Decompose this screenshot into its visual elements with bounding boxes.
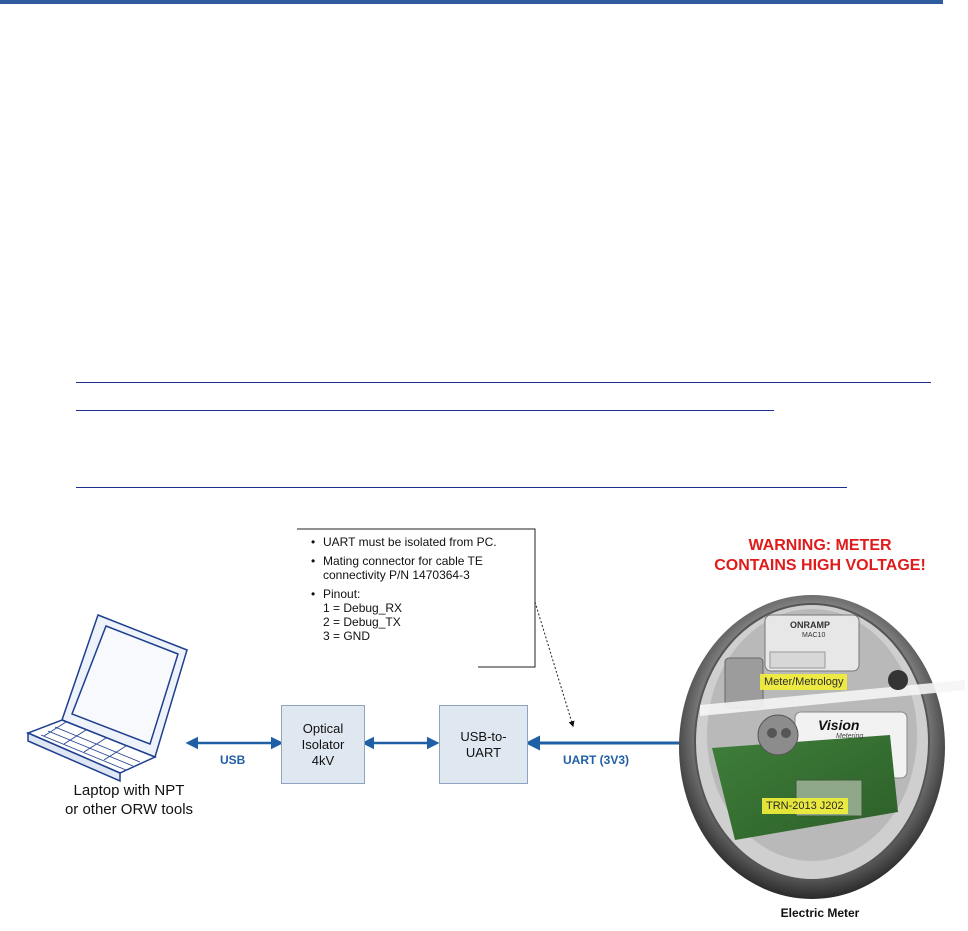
- pinout-row: 1 = Debug_RX: [323, 601, 403, 615]
- trn-connector-label: TRN-2013 J202: [762, 798, 848, 814]
- note-connector: Mating connector for cable TE connectivi…: [311, 554, 531, 582]
- laptop-caption-line-2: or other ORW tools: [64, 801, 194, 818]
- uart-notes: UART must be isolated from PC. Mating co…: [303, 529, 531, 667]
- header-rule: [0, 0, 943, 4]
- note-pointer-arrow: [534, 601, 575, 728]
- laptop-caption: Laptop with NPT or other ORW tools: [40, 781, 218, 819]
- electric-meter-photo: [679, 595, 965, 899]
- high-voltage-warning: WARNING: METER CONTAINS HIGH VOLTAGE!: [690, 536, 950, 576]
- warning-line-1: WARNING: METER: [748, 537, 892, 554]
- warning-line-2: CONTAINS HIGH VOLTAGE!: [714, 557, 926, 574]
- link-underline-1: [76, 382, 931, 383]
- vision-logo: Vision: [818, 717, 860, 733]
- onramp-model: MAC10: [802, 632, 826, 639]
- metrology-label: Meter/Metrology: [760, 674, 848, 690]
- usb-label: USB: [220, 753, 246, 767]
- pinout-row: 2 = Debug_TX: [323, 615, 401, 629]
- laptop-caption-line-1: Laptop with NPT: [73, 782, 185, 799]
- note-pinout: Pinout: 1 = Debug_RX 2 = Debug_TX 3 = GN…: [311, 587, 531, 643]
- link-underline-3: [76, 487, 847, 488]
- note-bracket: [297, 528, 536, 668]
- optical-isolator-block: Optical Isolator 4kV: [281, 705, 365, 784]
- pinout-title: Pinout:: [323, 587, 361, 601]
- meter-caption: Electric Meter: [780, 906, 860, 920]
- usb-to-uart-block: USB-to- UART: [439, 705, 528, 784]
- uart-label: UART (3V3): [563, 753, 630, 767]
- note-isolation: UART must be isolated from PC.: [311, 535, 531, 549]
- laptop-icon: [26, 614, 188, 783]
- vision-logo-sub: Metering: [836, 733, 864, 740]
- onramp-logo: ONRAMP: [790, 620, 830, 630]
- link-underline-2: [76, 410, 774, 411]
- pinout-row: 3 = GND: [323, 629, 371, 643]
